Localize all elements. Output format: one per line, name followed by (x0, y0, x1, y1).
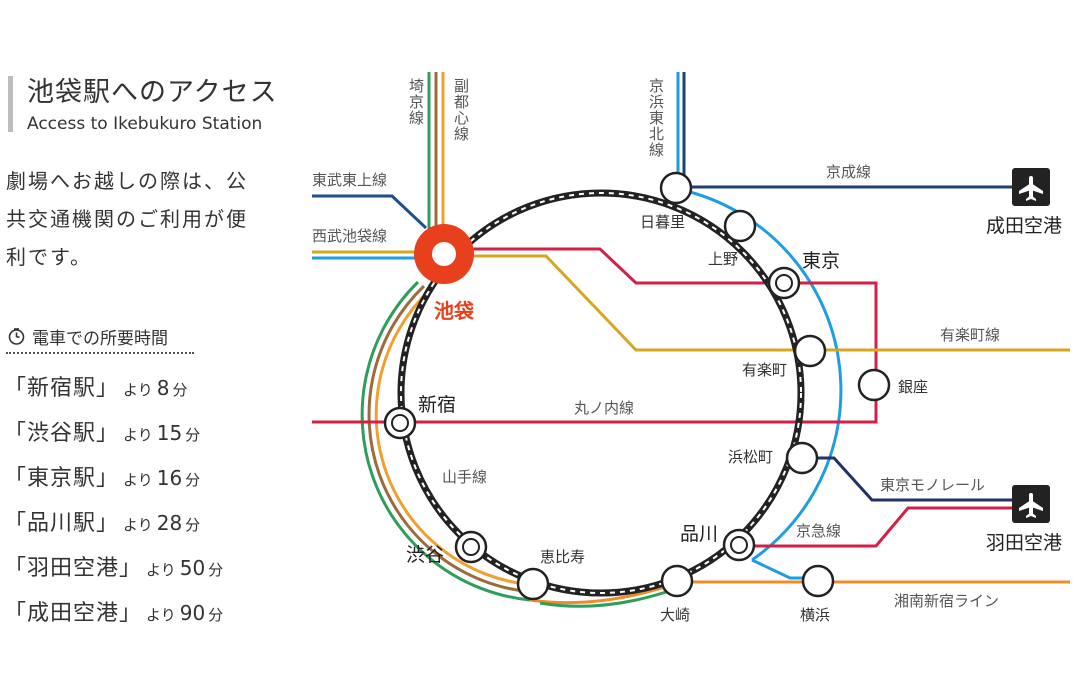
line-label-marunouchi: 丸ノ内線 (574, 399, 634, 417)
line-label-yamanote: 山手線 (442, 468, 487, 486)
line-label-tobu-tojo: 東武東上線 (312, 171, 387, 189)
station-label-ebisu: 恵比寿 (540, 548, 585, 566)
yori-label: より (146, 606, 176, 624)
minutes-unit: 分 (185, 516, 201, 534)
yori-label: より (123, 426, 153, 444)
station-label-nippori: 日暮里 (640, 213, 685, 231)
station-ginza (857, 368, 891, 402)
station-shinjuku (383, 406, 417, 440)
access-info-panel: 池袋駅へのアクセス Access to Ikebukuro Station 劇場… (0, 0, 300, 700)
tobu-tojo-line (312, 194, 428, 230)
dotted-divider (6, 352, 194, 354)
line-label-keisei: 京成線 (826, 163, 871, 181)
minutes-unit: 分 (208, 561, 224, 579)
airport-narita (1012, 168, 1050, 206)
minutes: 15 (156, 421, 183, 445)
airport-label-narita: 成田空港 (986, 215, 1062, 237)
station-ueno (723, 209, 757, 243)
station-label-hamamatsucho: 浜松町 (728, 448, 773, 466)
line-label-keihin-tohoku: 京浜東北線 (647, 78, 665, 158)
destination: 「品川駅」 (4, 511, 120, 536)
line-label-fukutoshin: 副都心線 (452, 78, 470, 142)
station-nippori (659, 171, 693, 205)
station-ebisu (516, 567, 550, 601)
minutes: 50 (179, 556, 206, 580)
minutes-unit: 分 (172, 381, 188, 399)
line-label-yurakucho: 有楽町線 (940, 326, 1000, 344)
line-label-saikyo: 埼京線 (407, 78, 425, 126)
minutes: 8 (156, 376, 170, 400)
station-tokyo (767, 266, 801, 300)
fukutoshin-line (367, 72, 533, 594)
title-accent-bar (8, 76, 13, 132)
station-osaki (660, 564, 694, 598)
travel-time-label: 電車での所要時間 (32, 329, 168, 349)
station-label-osaki: 大崎 (660, 606, 690, 624)
destination: 「渋谷駅」 (4, 421, 120, 446)
minutes-unit: 分 (185, 471, 201, 489)
station-label-shinagawa: 品川 (680, 523, 718, 545)
line-label-shonan-shinjuku: 湘南新宿ライン (894, 592, 999, 610)
saikyo-line (360, 72, 531, 602)
station-yokohama (801, 564, 835, 598)
station-label-ikebukuro: 池袋 (434, 299, 475, 323)
minutes-unit: 分 (208, 606, 224, 624)
station-yurakucho (793, 334, 827, 368)
station-ikebukuro (414, 224, 474, 284)
line-label-tokyo-monorail: 東京モノレール (880, 476, 985, 494)
airplane-icon (1019, 176, 1043, 201)
intro-text: 劇場へお越しの際は、公共交通機関のご利用が便利です。 (6, 169, 248, 269)
minutes: 28 (156, 511, 183, 535)
destination: 「新宿駅」 (4, 376, 120, 401)
minutes: 90 (179, 601, 206, 625)
station-label-shibuya: 渋谷 (406, 544, 444, 566)
yori-label: より (123, 516, 153, 534)
page-subtitle: Access to Ikebukuro Station (27, 114, 263, 134)
destination: 「東京駅」 (4, 466, 120, 491)
station-label-ginza: 銀座 (898, 378, 928, 396)
clock-icon (8, 328, 25, 345)
station-label-yokohama: 横浜 (800, 606, 830, 624)
yori-label: より (123, 471, 153, 489)
station-shibuya (454, 530, 488, 564)
airport-label-haneda: 羽田空港 (986, 532, 1062, 554)
yori-label: より (123, 381, 153, 399)
keikyu-line (740, 506, 1030, 548)
seibu-ikebukuro-line (312, 250, 420, 260)
airplane-icon (1019, 493, 1043, 518)
destination: 「羽田空港」 (4, 556, 143, 581)
yurakucho-line (444, 254, 1070, 352)
station-label-yurakucho: 有楽町 (742, 361, 787, 379)
station-label-ueno: 上野 (708, 250, 738, 268)
station-label-tokyo: 東京 (802, 250, 840, 272)
line-label-keikyu: 京急線 (796, 522, 841, 540)
page-title: 池袋駅へのアクセス (27, 77, 278, 108)
yori-label: より (146, 561, 176, 579)
yamanote-line (397, 189, 805, 597)
minutes-unit: 分 (185, 426, 201, 444)
station-hamamatsucho (785, 441, 819, 475)
destination: 「成田空港」 (4, 601, 143, 626)
station-label-shinjuku: 新宿 (418, 394, 456, 416)
keihin-tohoku-line (676, 72, 843, 580)
line-label-seibu-ikebukuro: 西武池袋線 (312, 227, 387, 245)
station-shinagawa (722, 528, 756, 562)
minutes: 16 (156, 466, 183, 490)
airport-haneda (1012, 485, 1050, 523)
